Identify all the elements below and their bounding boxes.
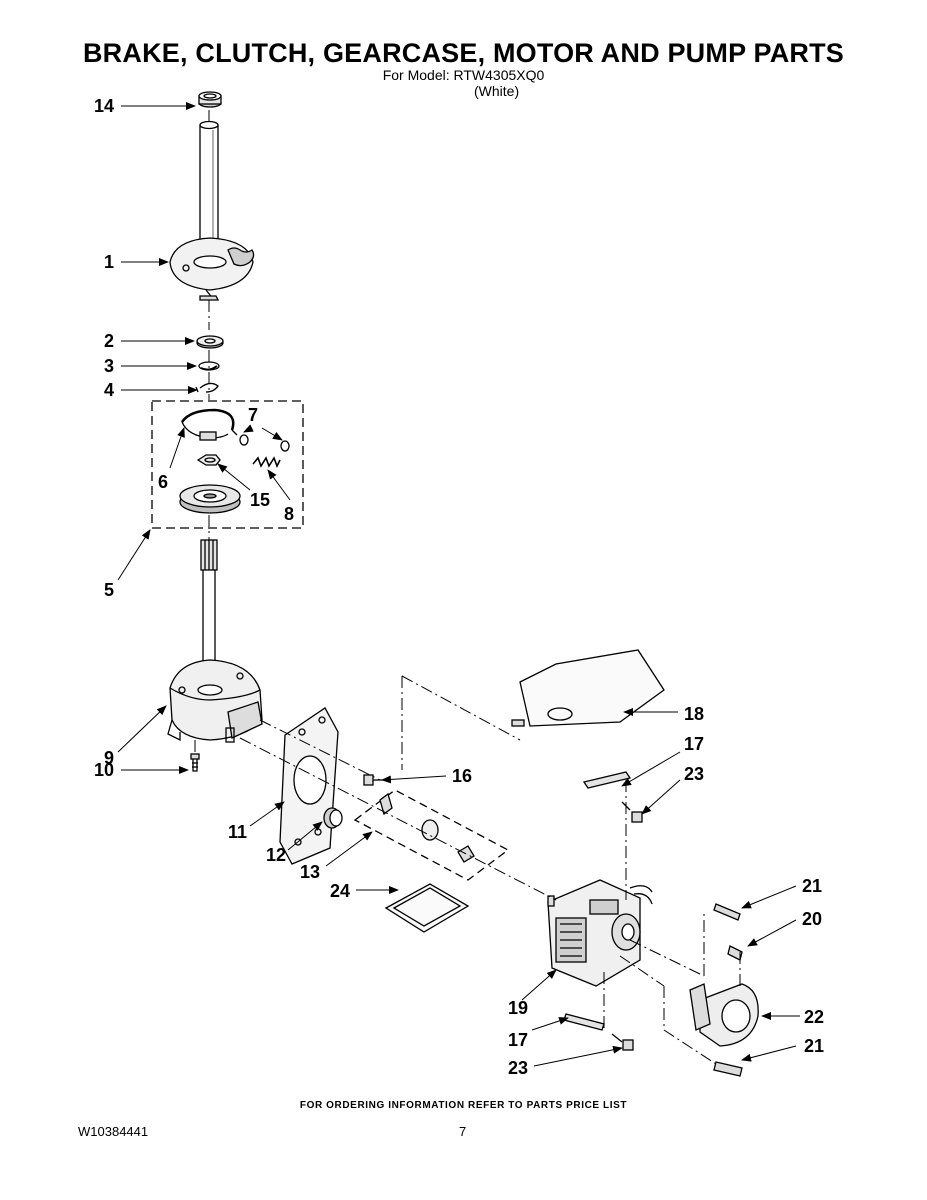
spline-shaft [200,539,218,680]
callout-14: 14 [94,96,114,116]
callout-24: 24 [330,881,350,901]
gearcase-part-9 [167,659,263,743]
model-line: For Model: RTW4305XQ0 [382,67,545,83]
callout-6: 6 [158,472,168,492]
seal-part-14 [198,91,222,108]
assembly-lines [194,110,741,1065]
page-title: BRAKE, CLUTCH, GEARCASE, MOTOR AND PUMP … [82,38,845,68]
callout-7: 7 [248,405,258,425]
callout-20: 20 [802,909,822,929]
spring-caps-part-7 [239,434,290,452]
bolt-part-23-lower [611,1033,634,1051]
bolt-part-23-upper [621,801,643,823]
callout-3: 3 [104,356,114,376]
clip-part-21-lower [713,1061,743,1077]
shaft-tube [199,120,219,255]
callout-18: 18 [684,704,704,724]
screw-part-16 [363,774,385,786]
callout-1: 1 [104,252,114,272]
callout-4: 4 [104,380,114,400]
color-line: (White) [474,83,520,99]
callout-23-upper: 23 [684,764,704,784]
callout-2: 2 [104,331,114,351]
callout-9: 9 [104,748,114,768]
callout-11: 11 [228,822,247,842]
brake-assembly-group-box [151,400,304,529]
washer-part-2 [196,335,224,349]
callout-21-lower: 21 [804,1036,824,1056]
pad-part-24 [384,883,470,933]
callout-17-lower: 17 [508,1030,528,1050]
ordering-note: FOR ORDERING INFORMATION REFER TO PARTS … [299,1100,628,1111]
callout-12: 12 [266,845,286,865]
callout-23-lower: 23 [508,1058,528,1078]
callout-16: 16 [452,766,472,786]
document-number: W10384441 [78,1124,149,1139]
brake-bracket-part-1 [169,237,255,301]
callout-8: 8 [284,504,294,524]
hub-part-15 [196,454,221,466]
spring-part-8 [252,456,281,468]
pump-part-22 [689,983,759,1047]
rod-part-17-lower [563,1013,605,1031]
callout-21-upper: 21 [802,876,822,896]
callout-19: 19 [508,998,528,1018]
callout-13: 13 [300,862,320,882]
callout-numbers: 14 1 2 3 4 7 6 15 8 5 9 10 11 12 13 16 1… [94,96,824,1078]
callout-22: 22 [804,1007,824,1027]
callout-15: 15 [250,490,270,510]
plate-part-11 [279,707,339,865]
callout-leaders [117,102,800,1067]
cover-part-18 [511,649,665,727]
callout-10: 10 [94,760,114,780]
page-number: 7 [459,1124,467,1139]
callout-17-upper: 17 [684,734,704,754]
cap-part-12 [323,807,343,829]
coupling-parts-13 [379,792,475,863]
callout-5: 5 [104,580,114,600]
bolt-part-10 [190,753,200,772]
clip-part-21-upper [713,903,741,921]
motor-part-19 [547,879,653,987]
retaining-ring-part-4 [195,382,219,393]
brake-band-part-6 [180,408,238,441]
clutch-drum [179,484,241,514]
